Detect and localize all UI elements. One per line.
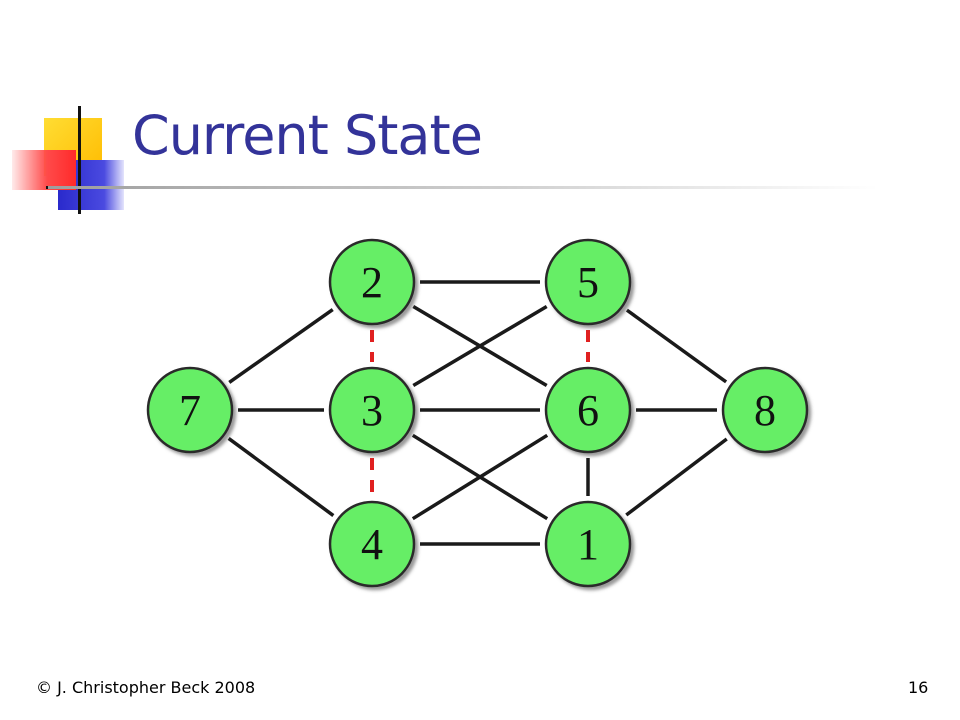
edge-7-2 [228,308,334,384]
node-label: 2 [361,258,383,307]
node-circle [328,238,416,326]
node-circle [544,500,632,588]
node-circle [146,366,234,454]
edge-1-8 [625,437,728,517]
node-3: 3 [328,366,416,454]
node-circle [544,366,632,454]
edge-7-4 [227,437,335,517]
node-circle [328,500,416,588]
node-8: 8 [721,366,809,454]
deco-vertical-line [78,106,81,214]
node-label: 1 [577,520,599,569]
node-label: 3 [361,386,383,435]
edge-3-5 [412,304,548,388]
node-4: 4 [328,500,416,588]
node-2: 2 [328,238,416,326]
node-5: 5 [544,238,632,326]
node-circle [721,366,809,454]
node-label: 4 [361,520,383,569]
node-circle [328,366,416,454]
deco-red-block [12,150,76,190]
node-circle [544,238,632,326]
node-label: 6 [577,386,599,435]
node-1: 1 [544,500,632,588]
edge-5-8 [625,308,728,384]
page-number: 16 [908,678,929,697]
node-label: 5 [577,258,599,307]
node-7: 7 [146,366,234,454]
node-label: 8 [754,386,776,435]
slide-title: Current State [132,104,483,167]
footer-copyright: © J. Christopher Beck 2008 [36,678,256,697]
node-6: 6 [544,366,632,454]
edge-4-6 [411,433,549,521]
node-label: 7 [179,386,201,435]
edges-layer [227,280,728,546]
nodes-layer: 2 5 7 3 6 8 4 1 [146,238,809,588]
title-underline [48,186,878,189]
